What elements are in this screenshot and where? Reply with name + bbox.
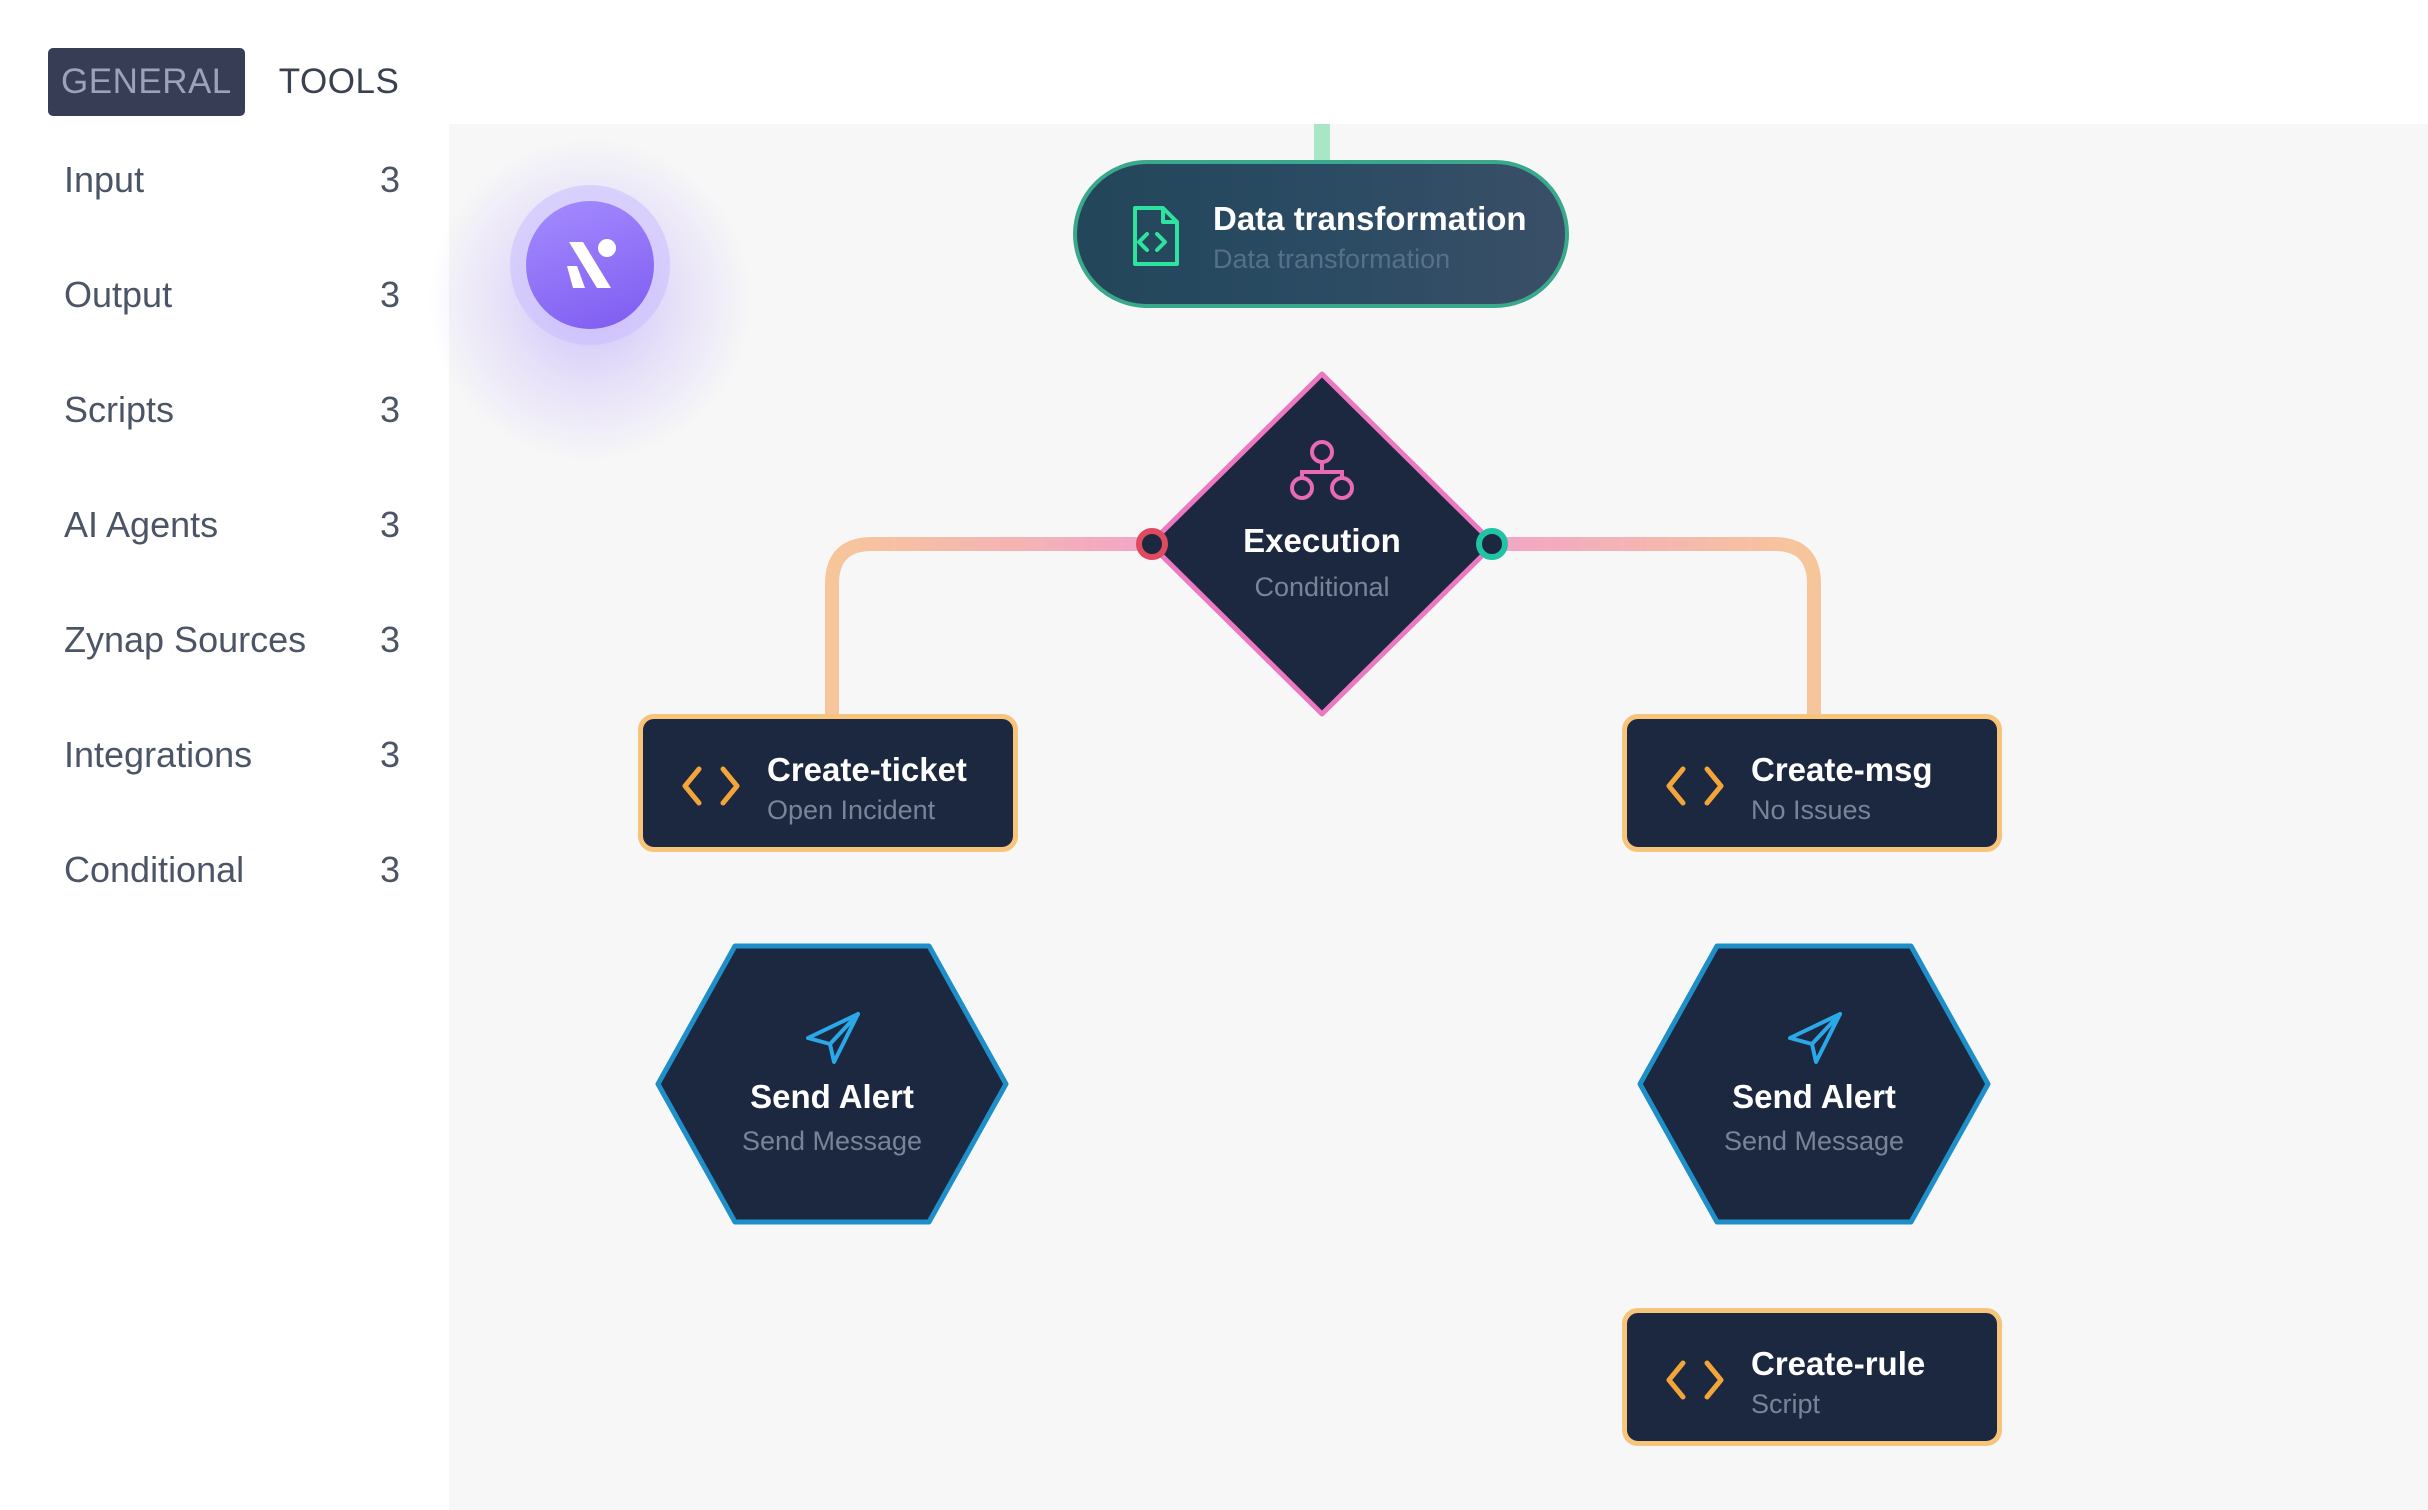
category-label: Zynap Sources: [64, 619, 307, 660]
category-item-conditional[interactable]: Conditional 3: [64, 838, 400, 953]
tab-general[interactable]: GENERAL: [48, 48, 245, 116]
data-transformation-subtitle: Data transformation: [1213, 244, 1451, 274]
code-icon: [682, 766, 740, 806]
create-ticket-title: Create-ticket: [767, 751, 967, 788]
category-count: 3: [379, 389, 400, 430]
category-label: Conditional: [64, 849, 245, 890]
wire-execution-to-create-msg: [1492, 537, 1821, 714]
send-icon: [1788, 1012, 1842, 1064]
category-label: Input: [64, 159, 145, 200]
send-alert-subtitle: Send Message: [1723, 1126, 1905, 1156]
send-alert-right-shape: [1637, 943, 1991, 1225]
category-count: 3: [379, 274, 400, 315]
execution-diamond-shape: [1147, 371, 1497, 717]
create-msg-title: Create-msg: [1751, 751, 1933, 788]
create-ticket-node[interactable]: Create-ticket Open Incident: [638, 714, 1018, 852]
sidebar-tabs: GENERAL TOOLS: [48, 48, 399, 116]
category-item-output[interactable]: Output 3: [64, 263, 400, 378]
category-list: Input 3 Output 3 Scripts 3 AI Agents 3 Z…: [64, 148, 400, 953]
create-msg-node[interactable]: Create-msg No Issues: [1622, 714, 2002, 852]
component-sidebar: GENERAL TOOLS Input 3 Output 3 Scripts 3…: [0, 0, 449, 1510]
category-count: 3: [379, 159, 400, 200]
port-false-dot: [1136, 528, 1168, 560]
wire-execution-to-create-ticket: [825, 537, 1152, 714]
category-label: Integrations: [64, 734, 253, 775]
execution-node[interactable]: Execution Conditional: [1172, 520, 1472, 606]
create-rule-title: Create-rule: [1751, 1345, 1926, 1382]
category-item-integrations[interactable]: Integrations 3: [64, 723, 400, 838]
category-item-input[interactable]: Input 3: [64, 148, 400, 263]
category-count: 3: [379, 734, 400, 775]
execution-title: Execution: [1243, 522, 1401, 559]
code-icon: [1666, 1360, 1724, 1400]
app-logo-button[interactable]: [510, 185, 670, 345]
send-alert-subtitle: Send Message: [741, 1126, 923, 1156]
execution-subtitle: Conditional: [1254, 572, 1390, 602]
category-item-zynap-sources[interactable]: Zynap Sources 3: [64, 608, 400, 723]
tab-tools[interactable]: TOOLS: [278, 62, 400, 101]
data-transformation-title: Data transformation: [1213, 200, 1527, 237]
category-item-scripts[interactable]: Scripts 3: [64, 378, 400, 493]
create-rule-subtitle: Script: [1751, 1389, 1821, 1419]
send-alert-left-node[interactable]: Send Alert Send Message: [682, 1076, 982, 1160]
category-label: Output: [64, 274, 173, 315]
create-rule-node[interactable]: Create-rule Script: [1622, 1308, 2002, 1446]
category-label: Scripts: [64, 389, 175, 430]
app-logo-icon: [526, 201, 654, 329]
send-icon: [806, 1012, 860, 1064]
category-count: 3: [379, 849, 400, 890]
send-alert-left-shape: [655, 943, 1009, 1225]
category-label: AI Agents: [64, 504, 219, 545]
send-alert-title: Send Alert: [1732, 1078, 1896, 1115]
create-ticket-subtitle: Open Incident: [767, 795, 936, 825]
category-count: 3: [379, 504, 400, 545]
category-count: 3: [379, 619, 400, 660]
category-item-ai-agents[interactable]: AI Agents 3: [64, 493, 400, 608]
data-transformation-node[interactable]: Data transformation Data transformation: [1073, 160, 1569, 308]
send-alert-title: Send Alert: [750, 1078, 914, 1115]
send-alert-right-node[interactable]: Send Alert Send Message: [1664, 1076, 1964, 1160]
code-icon: [1666, 766, 1724, 806]
port-true-dot: [1476, 528, 1508, 560]
create-msg-subtitle: No Issues: [1751, 795, 1872, 825]
branch-icon: [1290, 440, 1354, 500]
file-code-icon: [1133, 206, 1179, 266]
